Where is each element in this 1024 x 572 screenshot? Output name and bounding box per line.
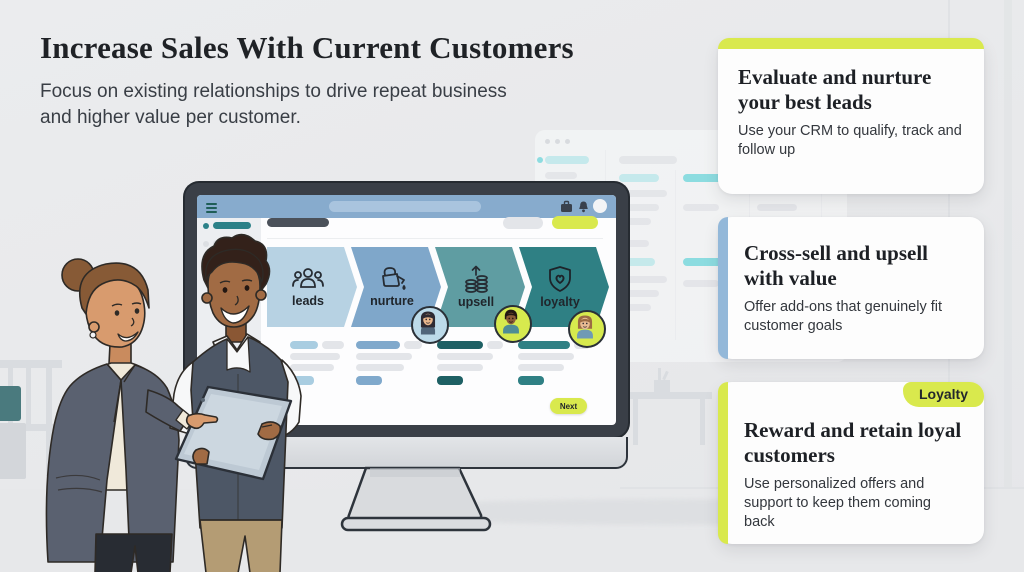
search-input[interactable] (329, 201, 481, 212)
list-pill (322, 341, 344, 349)
gray-cabinet-silhouette (0, 423, 26, 479)
secondary-button[interactable] (503, 217, 543, 229)
list-pill (518, 376, 544, 385)
crm-screen: leads nurture (197, 195, 616, 425)
card-title: Cross-sell and upsell with value (744, 241, 928, 291)
user-avatar-icon[interactable] (593, 199, 607, 213)
funnel-stage-leads[interactable]: leads (267, 247, 357, 327)
coins-growth-icon (465, 265, 488, 293)
crm-topbar (197, 195, 616, 218)
card-accent-bar (718, 38, 984, 49)
list-pill (518, 364, 564, 371)
primary-button[interactable] (552, 216, 598, 229)
list-pill (518, 341, 570, 349)
info-card-leads: Evaluate and nurture your best leads Use… (718, 38, 984, 194)
list-pill (518, 353, 574, 360)
info-card-upsell: Cross-sell and upsell with value Offer a… (718, 217, 984, 359)
list-pill (404, 341, 422, 349)
people-group-icon (292, 268, 324, 288)
teal-cabinet-silhouette (0, 386, 21, 421)
list-pill (290, 376, 314, 385)
page-title: Increase Sales With Current Customers (40, 30, 574, 65)
list-pill (290, 364, 334, 371)
list-pill (437, 341, 483, 349)
loyalty-badge: Loyalty (902, 382, 984, 407)
people-illustration (45, 233, 302, 572)
contact-avatar-2 (494, 305, 532, 343)
monitor-stand (340, 466, 492, 532)
list-pill (290, 341, 318, 349)
contact-avatar-1 (411, 306, 449, 344)
card-accent-bar (718, 217, 728, 359)
info-card-loyalty: Loyalty Reward and retain loyal customer… (718, 382, 984, 544)
card-body: Use your CRM to qualify, track and follo… (738, 123, 962, 159)
list-pill (356, 341, 400, 349)
list-pill (437, 364, 483, 371)
card-title: Reward and retain loyal customers (744, 418, 962, 468)
card-body: Use personalized offers and support to k… (744, 476, 931, 531)
watering-can-icon (382, 267, 406, 290)
list-pill (437, 353, 493, 360)
list-pill (290, 353, 340, 360)
divider (267, 238, 603, 239)
desk-silhouette (628, 368, 716, 446)
shield-heart-icon (549, 266, 571, 292)
list-pill (356, 364, 404, 371)
card-title: Evaluate and nurture your best leads (738, 65, 932, 115)
menu-icon[interactable] (206, 201, 217, 215)
list-pill (437, 376, 463, 385)
card-body: Offer add-ons that genuinely fit custome… (744, 299, 943, 335)
briefcase-icon[interactable] (560, 200, 573, 213)
list-pill (487, 341, 503, 349)
wall-panel (1004, 0, 1012, 489)
page-subtitle: Focus on existing relationships to drive… (40, 81, 507, 129)
page-heading-placeholder (267, 218, 329, 227)
next-button[interactable]: Next (550, 398, 587, 414)
bell-icon[interactable] (577, 200, 590, 213)
contact-avatar-3 (568, 310, 606, 348)
list-pill (356, 353, 412, 360)
card-accent-bar (718, 382, 728, 544)
list-pill (356, 376, 382, 385)
sidebar-item-active[interactable] (203, 222, 251, 229)
